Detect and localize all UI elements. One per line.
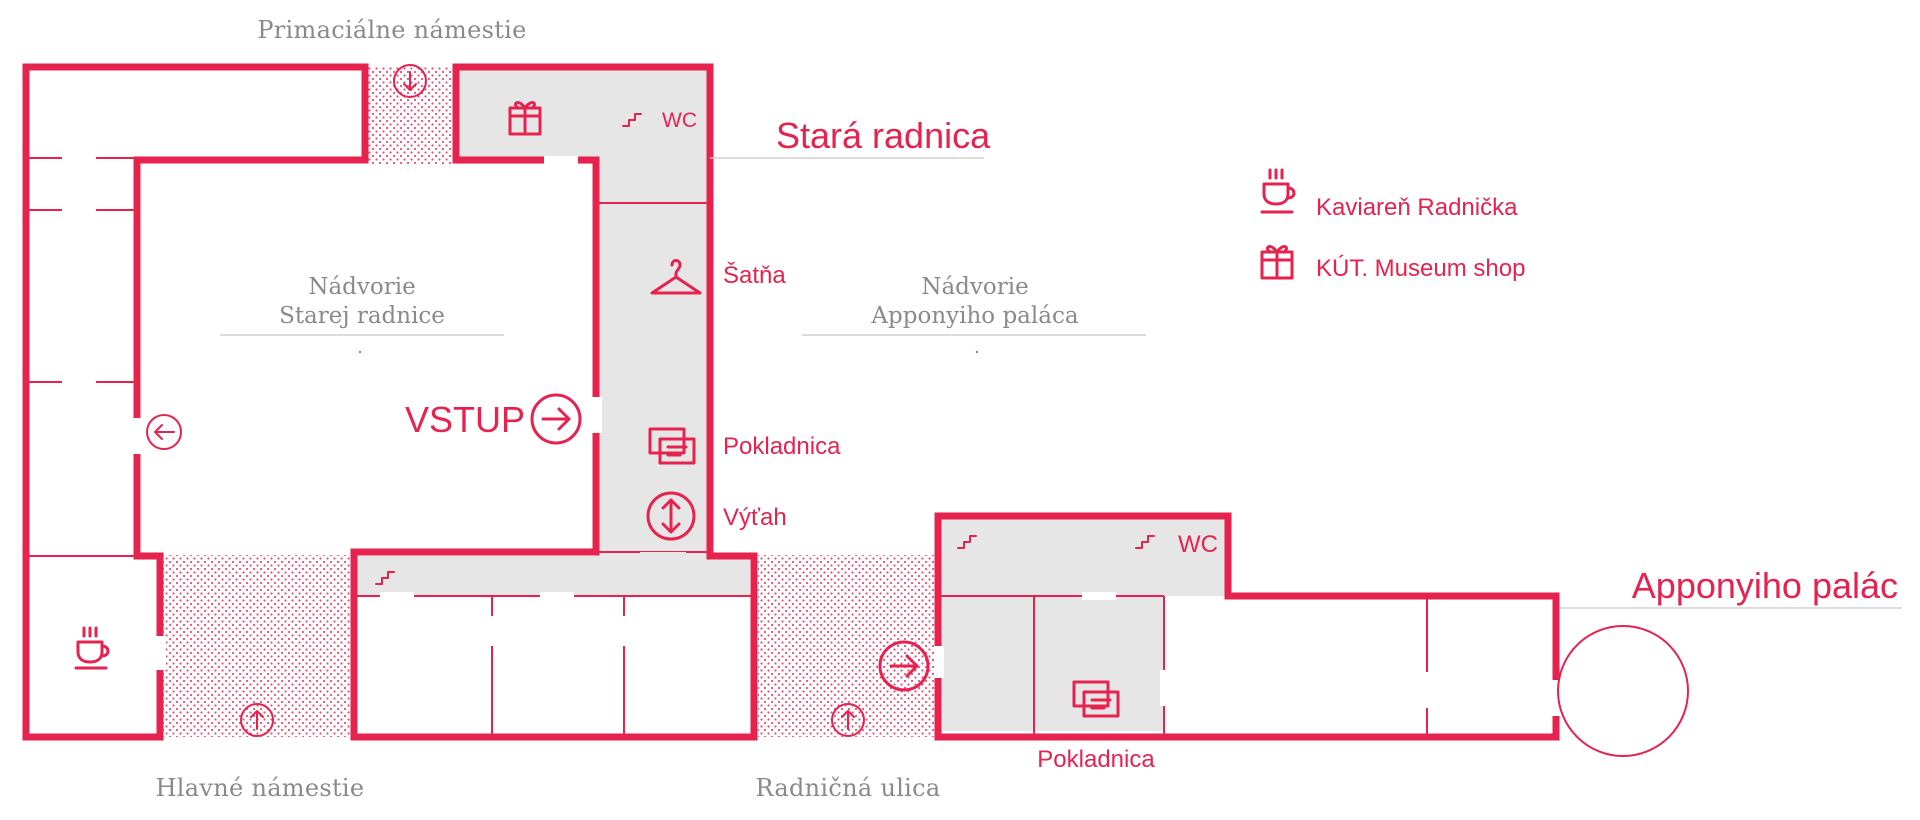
elevator-icon[interactable] [646, 491, 696, 541]
gift-icon [1260, 245, 1294, 280]
gift-icon[interactable] [508, 101, 542, 136]
legend-shop-label: KÚT. Museum shop [1316, 255, 1525, 282]
arrow-left-circle-icon [146, 414, 182, 450]
coffee-cup-icon [1260, 168, 1296, 214]
coffee-cup-icon[interactable] [74, 626, 110, 670]
cloakroom-label: Šatňa [723, 261, 786, 289]
legend-item-cafe[interactable]: Kaviareň Radnička [1260, 168, 1518, 221]
apponyi-entrance[interactable] [878, 640, 930, 692]
stairs-icon [622, 113, 642, 127]
stairs-icon [375, 571, 395, 585]
elevator-label: Výťah [723, 504, 787, 531]
tickets-icon[interactable] [648, 427, 696, 465]
old-town-hall-walls [22, 63, 758, 741]
arrow-down-circle-icon [393, 64, 427, 98]
passage-south-west [160, 555, 354, 737]
courtyard-left-line2: Starej radnice [279, 303, 445, 329]
legend-cafe-label: Kaviareň Radnička [1316, 194, 1518, 221]
building-title-old-town-hall: Stará radnica [776, 115, 991, 156]
legend: Kaviareň Radnička KÚT. Museum shop [1260, 168, 1525, 282]
arrow-up-circle-icon [240, 703, 274, 737]
public-passages [160, 67, 935, 737]
ticket-office-label: Pokladnica [723, 433, 841, 460]
courtyard-right-line2: Apponyiho paláca [870, 303, 1078, 329]
entrance[interactable]: VSTUP [405, 393, 582, 445]
courtyard-right-line1: Nádvorie [921, 274, 1028, 300]
tickets-icon[interactable] [1072, 680, 1120, 718]
arrow-right-circle-icon [530, 393, 582, 445]
arrow-right-circle-icon [878, 640, 930, 692]
street-bottom-right: Radničná ulica [755, 774, 940, 802]
wc-label: WC [1178, 531, 1218, 558]
stairs-icon [1135, 535, 1155, 549]
street-bottom-left: Hlavné námestie [156, 774, 365, 802]
passage-south-east [758, 555, 935, 737]
wc-label: WC [662, 109, 697, 132]
street-top: Primaciálne námestie [257, 16, 526, 44]
building-title-apponyi-palace: Apponyiho palác [1632, 565, 1898, 606]
arrow-up-circle-icon [831, 703, 865, 737]
courtyard-apponyi: Nádvorie Apponyiho paláca [802, 274, 1146, 354]
corridor-fills [354, 67, 1228, 731]
building-apponyi-palace: Apponyiho palác [1560, 565, 1902, 609]
hanger-icon[interactable] [650, 259, 702, 295]
stairs-icon [957, 535, 977, 549]
apponyi-palace-walls [934, 512, 1689, 757]
passage-north [368, 67, 456, 164]
courtyard-old-town-hall: Nádvorie Starej radnice [220, 274, 504, 354]
courtyard-left-line1: Nádvorie [308, 274, 415, 300]
building-old-town-hall: Stará radnica [710, 115, 991, 159]
entrance-label: VSTUP [405, 399, 525, 440]
ticket-office-label: Pokladnica [1037, 746, 1155, 773]
legend-item-shop[interactable]: KÚT. Museum shop [1260, 245, 1525, 282]
